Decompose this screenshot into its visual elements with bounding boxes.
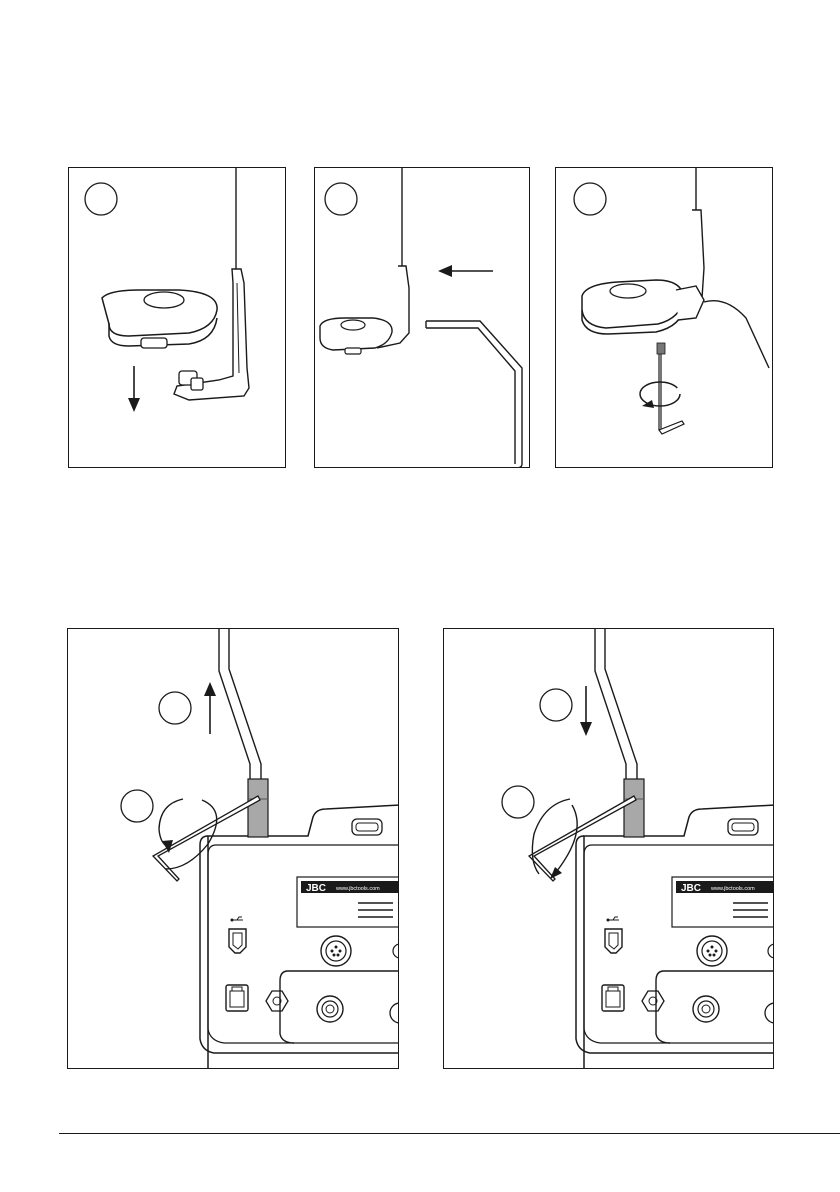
bent-rod: [426, 321, 522, 468]
station-body: JBC www.jbctools.com: [576, 805, 774, 1069]
step-number-circle: [325, 183, 357, 215]
step-panel-2: [314, 167, 530, 468]
bent-rod: [704, 301, 769, 368]
stand-rod: [219, 629, 250, 779]
step-panel-4: JBC www.jbctools.com: [67, 628, 399, 1069]
stand-rod: [595, 629, 626, 779]
clamp-knob: [582, 280, 704, 334]
step-2-illustration: [315, 168, 530, 468]
step-number-circle-bottom: [502, 786, 534, 818]
arrow-down-icon: [580, 686, 592, 736]
arrow-up-icon: [204, 682, 216, 734]
step-number-circle-top: [159, 692, 191, 724]
clamp-knob: [102, 290, 217, 348]
stand-sleeve: [624, 779, 644, 837]
step-number-circle: [574, 183, 606, 215]
step-5-illustration: JBC www.jbctools.com: [444, 629, 774, 1069]
brand-text: JBC: [306, 883, 326, 894]
arrow-left-icon: [438, 265, 493, 277]
step-number-circle: [85, 183, 117, 215]
clamp-knob: [320, 318, 392, 354]
step-number-circle-top: [540, 689, 572, 721]
step-4-illustration: JBC www.jbctools.com: [68, 629, 399, 1069]
stand-sleeve: [248, 779, 268, 837]
brand-text: JBC: [681, 883, 701, 894]
step-panel-3: [555, 167, 773, 468]
step-1-illustration: [69, 168, 286, 468]
arrow-down-icon: [128, 366, 140, 412]
station-body: JBC www.jbctools.com: [200, 805, 399, 1069]
screw: [657, 343, 665, 354]
step-number-circle-bottom: [121, 790, 153, 822]
step-panel-1: [68, 167, 286, 468]
footer-rule: [59, 1133, 840, 1134]
website-text: www.jbctools.com: [710, 886, 755, 892]
step-panel-5: JBC www.jbctools.com: [443, 628, 774, 1069]
rotate-icon: [640, 382, 680, 408]
website-text: www.jbctools.com: [335, 886, 380, 892]
step-3-illustration: [556, 168, 773, 468]
